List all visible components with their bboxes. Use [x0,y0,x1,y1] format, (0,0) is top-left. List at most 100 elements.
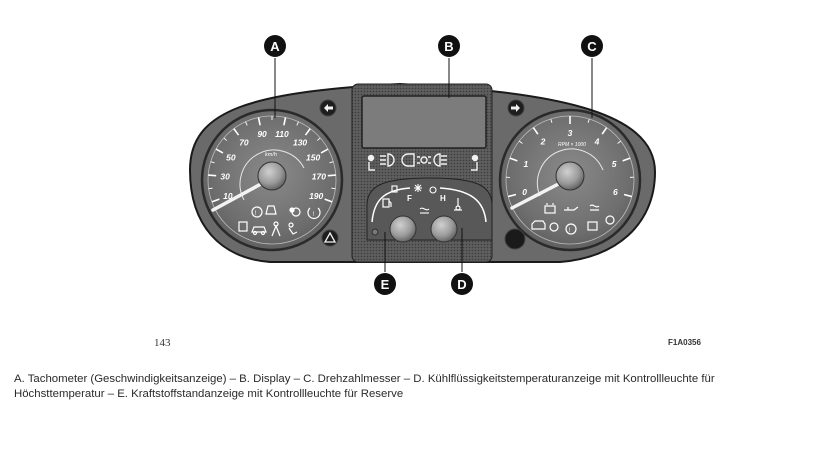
speedometer-tick [320,148,329,154]
tachometer-tick [601,127,608,135]
speedometer-inner-arc [239,149,305,201]
tachometer-tick-label: 3 [568,128,573,138]
speedometer-tick-label: 10 [223,191,233,201]
speedometer-tick-label: 50 [226,152,236,162]
brake-warning-icon: ! [251,206,263,218]
callout-b: B [438,35,460,57]
speedometer-tick [210,161,215,164]
speedometer-tick [327,174,336,177]
speedometer-tick-label: 130 [293,137,307,147]
speedometer-tick-label: 170 [312,171,326,181]
speedometer-tick-label: 30 [220,171,230,181]
tachometer-tick [622,157,631,162]
battery-icon [544,203,556,214]
tire-pressure-icon: ! [307,207,321,219]
engine-check-icon [531,220,546,230]
fuel-full-mark: F [407,194,412,203]
svg-text:A: A [270,39,280,54]
callout-d: D [451,273,473,295]
tachometer-tick-label: 1 [523,159,528,169]
tachometer-tick-label: 4 [594,136,600,146]
coolant-level-icon [429,186,437,194]
speedometer-tick [215,148,224,154]
figure-code: F1A0356 [668,338,701,347]
tachometer-tick-label: 0 [522,187,527,197]
tachometer-tick [532,127,539,135]
speedometer-tick [283,117,287,126]
fan-icon [414,184,422,192]
speedometer-tick-label: 190 [309,191,323,201]
gearbox-icon [587,221,598,231]
fuel-reserve-icon [391,185,398,193]
speedometer-tick [324,198,333,203]
svg-text:D: D [457,277,466,292]
svg-text:!: ! [313,212,315,218]
callout-e: E [374,273,396,295]
callout-c: C [581,35,603,57]
speedometer-tick [233,128,240,136]
svg-text:C: C [587,39,597,54]
speedometer-tick [211,198,220,203]
car-icon [251,226,267,236]
speedometer-hub [257,161,287,191]
svg-text:E: E [381,277,390,292]
display-screen [361,95,487,149]
turn-left-arrow-icon [324,104,333,112]
svg-text:!: ! [255,211,257,217]
parking-light-icon [417,156,431,164]
tachometer-tick [518,140,523,144]
speedometer-tick [223,137,228,141]
tachometer-tick [507,193,517,198]
speedometer-tick-label: 110 [275,129,289,139]
speedometer-tick [331,187,336,190]
seat-left-icon [367,154,375,171]
reset-knob [504,228,526,250]
speedometer-unit: km/h [265,152,277,158]
speedometer-tick-label: 90 [257,129,267,139]
tachometer-tick [623,193,633,198]
figure-caption: A. Tachometer (Geschwindigkeitsanzeige) … [14,373,715,400]
callout-leaders [274,58,593,272]
tachometer-tick [550,118,553,123]
speedometer-tick [329,161,334,164]
trip-reset-button [371,228,379,236]
fog-light-front-icon [380,153,395,167]
glow-plug-icon [419,207,430,214]
seatbelt-icon [271,221,281,237]
speedometer-tick [316,137,321,141]
lower-gauge-panel [366,177,493,241]
fuel-pump-icon [382,198,392,208]
page-number: 143 [154,337,171,349]
hazard-triangle-icon [323,231,337,243]
temp-gauge-arc [439,187,487,223]
trailer-icon [605,215,615,225]
speedometer-tick [245,121,248,126]
tachometer-tick-label: 5 [612,159,617,169]
display-indicator-row [367,153,479,171]
low-beam-icon [401,153,415,167]
temp-gauge-knob [430,215,458,243]
door-open-icon [238,221,248,232]
esp-icon [265,205,277,215]
airbag-icon [289,207,301,217]
speedometer-tick-label: 70 [239,137,249,147]
speedometer-tick-marks [208,116,336,203]
speedometer-tick [208,187,213,190]
fuel-gauge-knob [389,215,417,243]
thermometer-icon [454,198,462,211]
tachometer-tick-label: 2 [540,136,546,146]
svg-text:!: ! [569,228,571,234]
passenger-airbag-icon [288,222,298,235]
turn-right-arrow-icon [511,104,520,112]
speedometer-tick [257,117,261,126]
speedometer-tick [304,128,311,136]
glow-plug-tacho-icon [589,204,600,211]
tachometer-hub [555,161,585,191]
tachometer-tick [509,157,518,162]
fog-light-rear-icon [433,153,447,167]
tachometer-tick [587,118,590,123]
